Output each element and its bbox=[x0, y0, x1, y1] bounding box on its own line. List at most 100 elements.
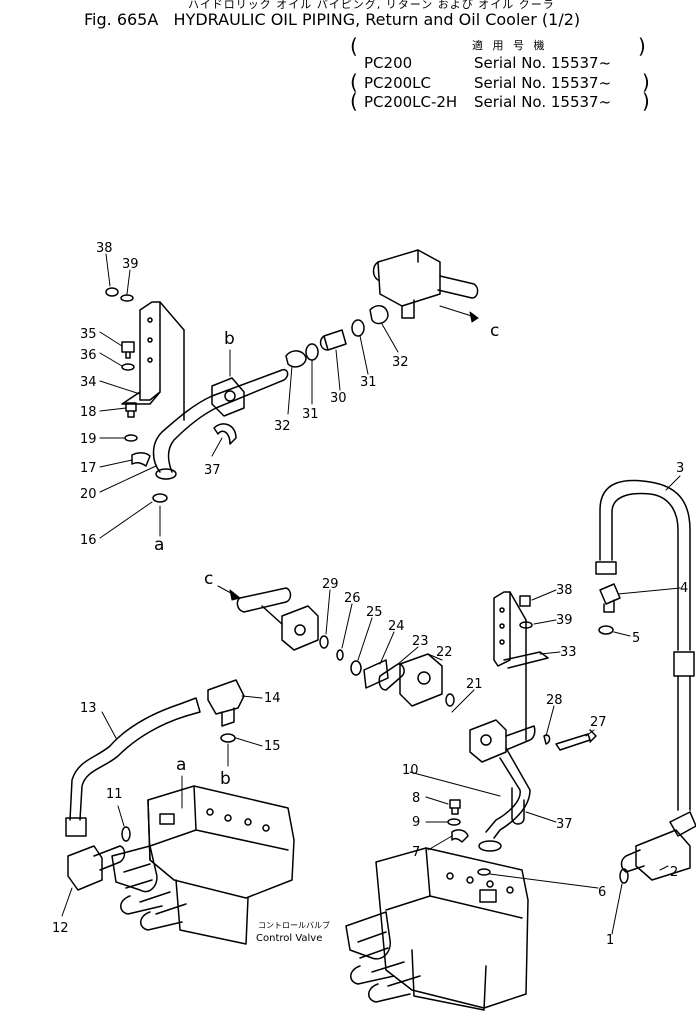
tee-block-mid bbox=[236, 587, 319, 651]
model-serial: Serial No. 15537~ bbox=[474, 93, 612, 111]
ring-26 bbox=[336, 649, 344, 661]
o-ring-11 bbox=[121, 826, 131, 842]
part-label: 32 bbox=[392, 355, 409, 370]
figure-title: Fig. 665A HYDRAULIC OIL PIPING, Return a… bbox=[84, 10, 581, 29]
part-label: 2 bbox=[670, 865, 678, 880]
part-label: 30 bbox=[330, 391, 347, 406]
elbow-12 bbox=[67, 845, 126, 891]
bolt-8 bbox=[449, 799, 461, 815]
part-label: 3 bbox=[676, 461, 684, 476]
clamp-17 bbox=[131, 452, 151, 467]
part-label: 15 bbox=[264, 739, 281, 754]
clip-37-top bbox=[213, 423, 237, 445]
washer-39 bbox=[120, 294, 134, 302]
model-name: PC200LC-2H bbox=[364, 93, 458, 111]
hose-3 bbox=[595, 479, 696, 837]
part-label: 6 bbox=[598, 885, 606, 900]
flange-32-left bbox=[285, 350, 307, 368]
open-paren-3: ( bbox=[350, 89, 358, 113]
control-valve-left bbox=[111, 785, 295, 945]
o-ring-5 bbox=[598, 625, 614, 635]
part-label: 37 bbox=[556, 817, 573, 832]
marker-c-mid: c bbox=[204, 569, 213, 589]
part-label: 16 bbox=[80, 533, 97, 548]
clamp-7 bbox=[451, 829, 469, 843]
japanese-title: ハイドロリック オイル パイピング, リターン および オイル クーラ bbox=[188, 0, 555, 11]
tee-block-top bbox=[372, 249, 479, 319]
marker-a-top: a bbox=[154, 535, 164, 555]
part-label: 5 bbox=[632, 631, 640, 646]
washer-28 bbox=[543, 734, 551, 745]
nut-38 bbox=[105, 287, 119, 297]
model-name: PC200LC bbox=[364, 74, 431, 92]
part-label: 35 bbox=[80, 327, 97, 342]
control-valve-label-en: Control Valve bbox=[256, 933, 322, 944]
close-paren-3: ) bbox=[642, 89, 650, 113]
washer-25 bbox=[350, 660, 362, 676]
part-label: 21 bbox=[466, 677, 483, 692]
control-valve-caption: コントロールバルブ Control Valve bbox=[256, 920, 330, 944]
washer-19 bbox=[124, 434, 138, 442]
part-label: 11 bbox=[106, 787, 123, 802]
nut-38-right bbox=[519, 595, 531, 607]
model-serial: Serial No. 15537~ bbox=[474, 54, 612, 72]
part-label: 28 bbox=[546, 693, 563, 708]
part-label: 37 bbox=[204, 463, 221, 478]
o-ring-6 bbox=[477, 868, 491, 876]
part-label: 36 bbox=[80, 348, 97, 363]
marker-b-top: b bbox=[224, 329, 235, 349]
o-ring-21 bbox=[445, 693, 455, 707]
ring-31-right bbox=[351, 319, 365, 337]
close-paren-1: ) bbox=[638, 34, 646, 58]
part-label: 39 bbox=[556, 613, 573, 628]
part-label: 33 bbox=[560, 645, 577, 660]
connection-markers: b a c c a b bbox=[154, 321, 499, 789]
o-ring-29 bbox=[319, 635, 329, 649]
ring-31-left bbox=[305, 343, 319, 361]
spring-24 bbox=[363, 659, 389, 689]
part-label: 23 bbox=[412, 634, 429, 649]
part-number-labels: 38 39 35 36 34 18 19 17 20 16 37 32 31 3… bbox=[52, 241, 688, 948]
marker-a-mid: a bbox=[176, 755, 186, 775]
part-label: 39 bbox=[122, 257, 139, 272]
part-label: 31 bbox=[302, 407, 319, 422]
part-label: 31 bbox=[360, 375, 377, 390]
marker-c-top: c bbox=[490, 321, 499, 341]
block-22 bbox=[399, 653, 443, 707]
close-paren-2: ) bbox=[642, 70, 650, 94]
valve-23 bbox=[378, 663, 405, 691]
part-label: 12 bbox=[52, 921, 69, 936]
part-label: 9 bbox=[412, 815, 420, 830]
open-paren-1: ( bbox=[350, 34, 358, 58]
control-valve-right bbox=[345, 847, 529, 1011]
part-label: 1 bbox=[606, 933, 614, 948]
o-ring-16 bbox=[152, 493, 168, 503]
part-label: 27 bbox=[590, 715, 607, 730]
bushing-30 bbox=[319, 329, 347, 351]
bolt-35 bbox=[121, 341, 135, 359]
part-label: 8 bbox=[412, 791, 420, 806]
open-paren-2: ( bbox=[350, 70, 358, 94]
part-label: 19 bbox=[80, 432, 97, 447]
bracket-34 bbox=[121, 301, 185, 421]
washer-36 bbox=[121, 363, 135, 371]
tube-10 bbox=[469, 719, 536, 852]
tube-20 bbox=[152, 368, 289, 480]
part-label: 29 bbox=[322, 577, 339, 592]
part-label: 7 bbox=[412, 845, 420, 860]
bolt-18 bbox=[125, 402, 137, 418]
washer-9 bbox=[447, 818, 461, 826]
marker-b-mid: b bbox=[220, 769, 231, 789]
part-label: 24 bbox=[388, 619, 405, 634]
elbow-2 bbox=[620, 829, 691, 881]
part-label: 22 bbox=[436, 645, 453, 660]
part-label: 13 bbox=[80, 701, 97, 716]
part-label: 14 bbox=[264, 691, 281, 706]
part-label: 10 bbox=[402, 763, 419, 778]
part-label: 25 bbox=[366, 605, 383, 620]
o-ring-1 bbox=[619, 868, 629, 884]
part-label: 18 bbox=[80, 405, 97, 420]
hose-13 bbox=[65, 697, 201, 837]
